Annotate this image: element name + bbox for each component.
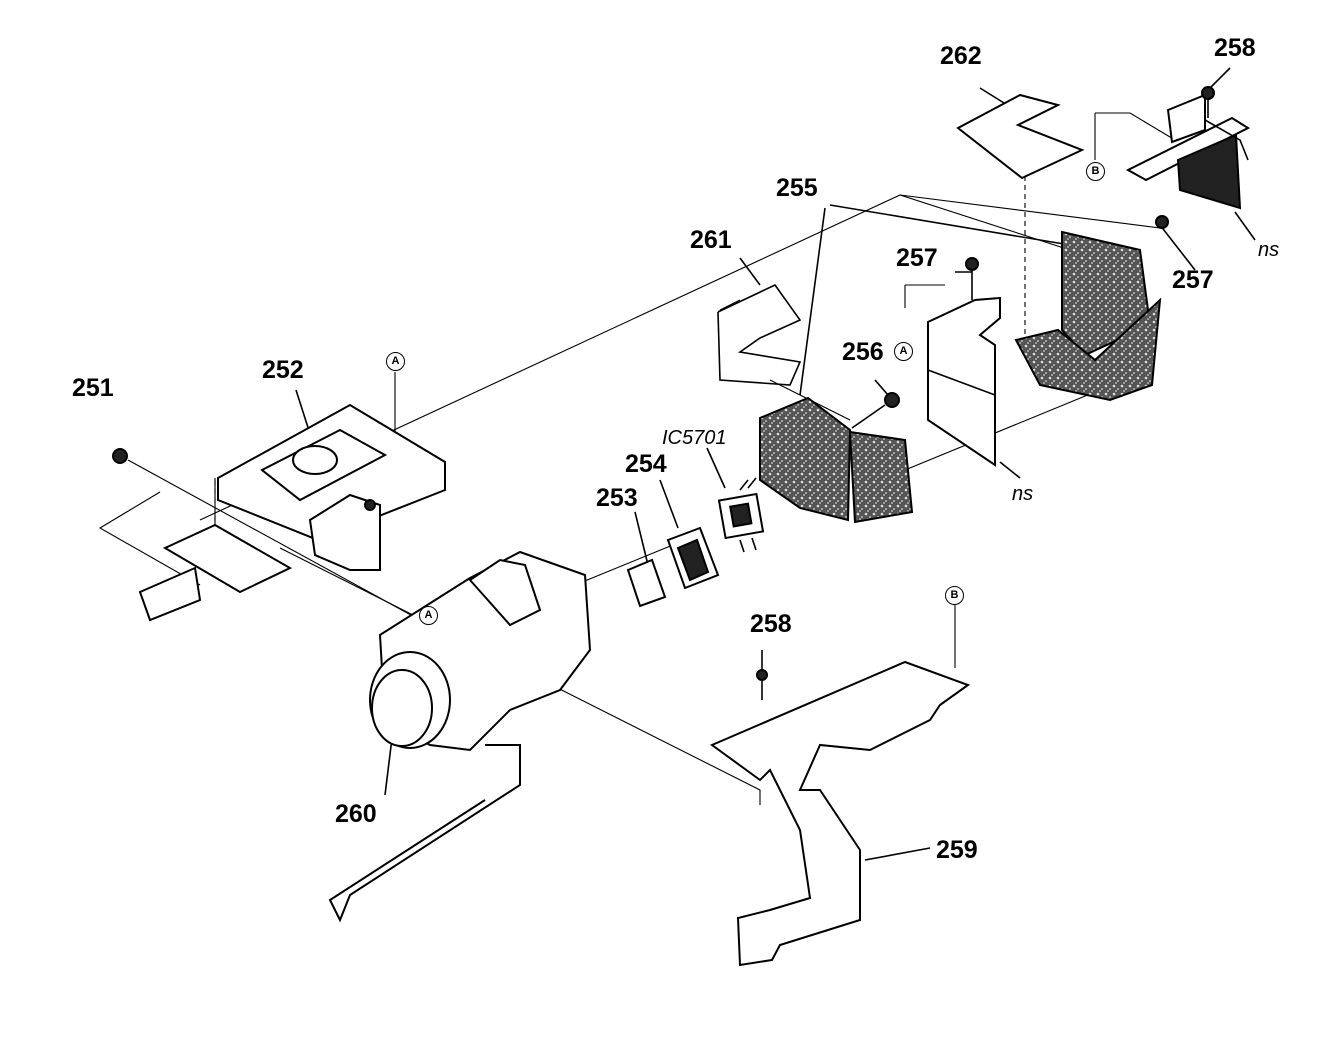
callout-253: 253 (596, 484, 638, 512)
callout-260: 260 (335, 800, 377, 828)
part-255-left-shield (759, 392, 914, 524)
part-259-flex-bracket (709, 660, 971, 967)
callout-257-center: 257 (896, 244, 938, 272)
callout-ic5701: IC5701 (662, 427, 727, 449)
part-261-tape (717, 283, 802, 386)
part-260-lens-block (328, 550, 592, 923)
part-top-bracket (1125, 86, 1251, 210)
part-ic5701-sensor (717, 477, 765, 553)
callout-262: 262 (940, 42, 982, 70)
reference-mark-b-top: B (1086, 162, 1105, 181)
part-262-sheet (956, 93, 1085, 180)
part-251-bracket (112, 448, 293, 622)
callout-258-bottom: 258 (750, 610, 792, 638)
reference-mark-a-center: A (894, 342, 913, 361)
part-255-right-shield (1014, 215, 1169, 402)
callout-254: 254 (625, 450, 667, 478)
callout-257-right: 257 (1172, 266, 1214, 294)
callout-255: 255 (776, 174, 818, 202)
callout-251: 251 (72, 374, 114, 402)
callout-261: 261 (690, 226, 732, 254)
callout-258-top: 258 (1214, 34, 1256, 62)
callout-259: 259 (936, 836, 978, 864)
part-254-frame (666, 526, 720, 590)
reference-mark-a-lens: A (419, 606, 438, 625)
callout-256: 256 (842, 338, 884, 366)
part-252-assembly (217, 403, 446, 571)
part-253-filter (626, 558, 667, 608)
callout-252: 252 (262, 356, 304, 384)
reference-mark-a-left: A (386, 352, 405, 371)
reference-mark-b-bottom: B (945, 586, 964, 605)
callout-ns-right: ns (1258, 239, 1280, 261)
part-center-bracket (927, 257, 1001, 467)
callout-ns-center: ns (1012, 483, 1034, 505)
